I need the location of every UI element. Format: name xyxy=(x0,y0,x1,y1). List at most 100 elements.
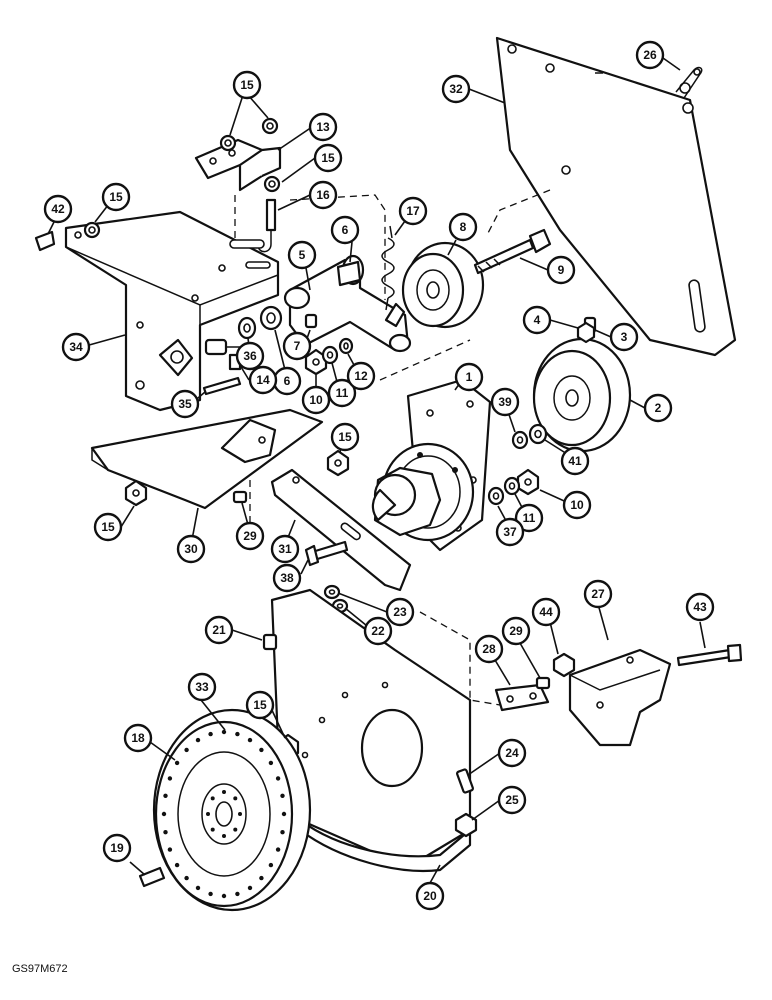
callout-11-upper: 11 xyxy=(327,378,357,408)
svg-text:3: 3 xyxy=(621,330,628,344)
flywheel-hub-hole xyxy=(206,812,210,816)
nut-25 xyxy=(454,812,478,838)
svg-text:21: 21 xyxy=(212,623,226,637)
nut-15-mid xyxy=(263,175,281,193)
callout-38: 38 xyxy=(272,563,302,593)
svg-text:11: 11 xyxy=(336,386,349,400)
svg-text:24: 24 xyxy=(505,746,519,760)
flywheel-bolt-hole xyxy=(221,893,227,899)
bushing-6-left xyxy=(259,305,283,331)
spacer-41 xyxy=(528,423,548,445)
svg-text:27: 27 xyxy=(591,587,605,601)
washer-23 xyxy=(323,584,341,600)
shield-plate-32 xyxy=(495,36,737,357)
callout-29-lower: 29 xyxy=(501,616,531,646)
flywheel-bolt-hole xyxy=(174,760,180,766)
screw-21 xyxy=(262,633,278,651)
svg-text:11: 11 xyxy=(523,511,536,525)
svg-text:23: 23 xyxy=(393,605,407,619)
flywheel-hub-hole xyxy=(222,834,226,838)
callout-31: 31 xyxy=(270,534,300,564)
callout-21: 21 xyxy=(204,615,234,645)
upper-mount-34 xyxy=(64,210,280,412)
svg-text:35: 35 xyxy=(178,397,192,411)
callout-36: 36 xyxy=(235,341,265,371)
flywheel-bolt-hole xyxy=(221,729,227,735)
svg-text:43: 43 xyxy=(693,600,707,614)
svg-text:15: 15 xyxy=(109,190,123,204)
callout-28: 28 xyxy=(474,634,504,664)
svg-text:13: 13 xyxy=(316,120,330,134)
callout-37: 37 xyxy=(495,517,525,547)
svg-text:20: 20 xyxy=(423,889,437,903)
flywheel-bolt-hole xyxy=(208,731,213,737)
callout-24: 24 xyxy=(497,738,527,768)
callout-9: 9 xyxy=(546,255,576,285)
plate-28 xyxy=(494,683,550,712)
svg-text:36: 36 xyxy=(243,349,257,363)
callout-16: 16 xyxy=(308,180,338,210)
washer-12 xyxy=(338,337,354,355)
pin-35 xyxy=(202,376,242,396)
callout-41: 41 xyxy=(560,446,590,476)
callout-1: 1 xyxy=(454,362,484,392)
svg-text:37: 37 xyxy=(503,525,517,539)
callout-29-upper: 29 xyxy=(235,521,265,551)
svg-text:12: 12 xyxy=(354,369,368,383)
flywheel-bolt-hole xyxy=(195,885,201,891)
drive-pulley-2 xyxy=(532,337,632,453)
stud-14 xyxy=(204,338,240,356)
callout-35: 35 xyxy=(170,389,200,419)
svg-text:29: 29 xyxy=(243,529,257,543)
callout-15-top: 15 xyxy=(232,70,262,100)
flywheel-bolt-hole xyxy=(167,847,173,852)
washer-11-right xyxy=(503,476,521,496)
flywheel-bolt-hole xyxy=(167,776,173,781)
svg-text:15: 15 xyxy=(321,151,335,165)
callout-6-upper: 6 xyxy=(330,215,360,245)
flywheel-bolt-hole xyxy=(259,747,264,753)
svg-text:4: 4 xyxy=(534,313,541,327)
callout-5: 5 xyxy=(287,240,317,270)
flywheel-bolt-hole xyxy=(195,737,201,743)
callout-13: 13 xyxy=(308,112,338,142)
flywheel-hub-hole xyxy=(210,827,215,832)
svg-text:5: 5 xyxy=(299,248,306,262)
svg-text:7: 7 xyxy=(294,339,301,353)
nut-10-right xyxy=(516,468,540,496)
svg-text:19: 19 xyxy=(110,841,124,855)
svg-text:38: 38 xyxy=(280,571,294,585)
callout-10-right: 10 xyxy=(562,490,592,520)
flywheel-hub-hole xyxy=(238,812,242,816)
svg-text:44: 44 xyxy=(539,605,553,619)
idler-pulley-8 xyxy=(401,241,485,329)
flywheel-18 xyxy=(152,708,312,912)
flywheel-bolt-hole xyxy=(268,862,274,868)
flywheel-hub-hole xyxy=(233,796,238,801)
callout-34: 34 xyxy=(61,332,91,362)
svg-text:30: 30 xyxy=(184,542,198,556)
svg-text:42: 42 xyxy=(51,202,65,216)
screw-24 xyxy=(456,768,474,794)
svg-text:28: 28 xyxy=(482,642,496,656)
washer-37 xyxy=(487,486,505,506)
washer-39 xyxy=(511,430,529,450)
flywheel-bolt-hole xyxy=(184,875,189,881)
svg-text:15: 15 xyxy=(338,430,352,444)
callout-23: 23 xyxy=(385,597,415,627)
flywheel-bolt-hole xyxy=(247,885,253,891)
callout-15-housing: 15 xyxy=(245,690,275,720)
callout-3: 3 xyxy=(609,322,639,352)
svg-text:29: 29 xyxy=(509,624,523,638)
flywheel-bolt-hole xyxy=(259,875,264,881)
callout-26: 26 xyxy=(635,40,665,70)
flywheel-bolt-hole xyxy=(280,830,285,835)
nut-10-upper xyxy=(304,348,328,376)
svg-text:39: 39 xyxy=(498,395,512,409)
svg-text:17: 17 xyxy=(406,204,420,218)
callout-17: 17 xyxy=(398,196,428,226)
svg-text:10: 10 xyxy=(309,393,323,407)
flywheel-bolt-holes xyxy=(161,729,287,899)
bolt-9 xyxy=(473,228,552,275)
callout-15-mid: 15 xyxy=(313,143,343,173)
